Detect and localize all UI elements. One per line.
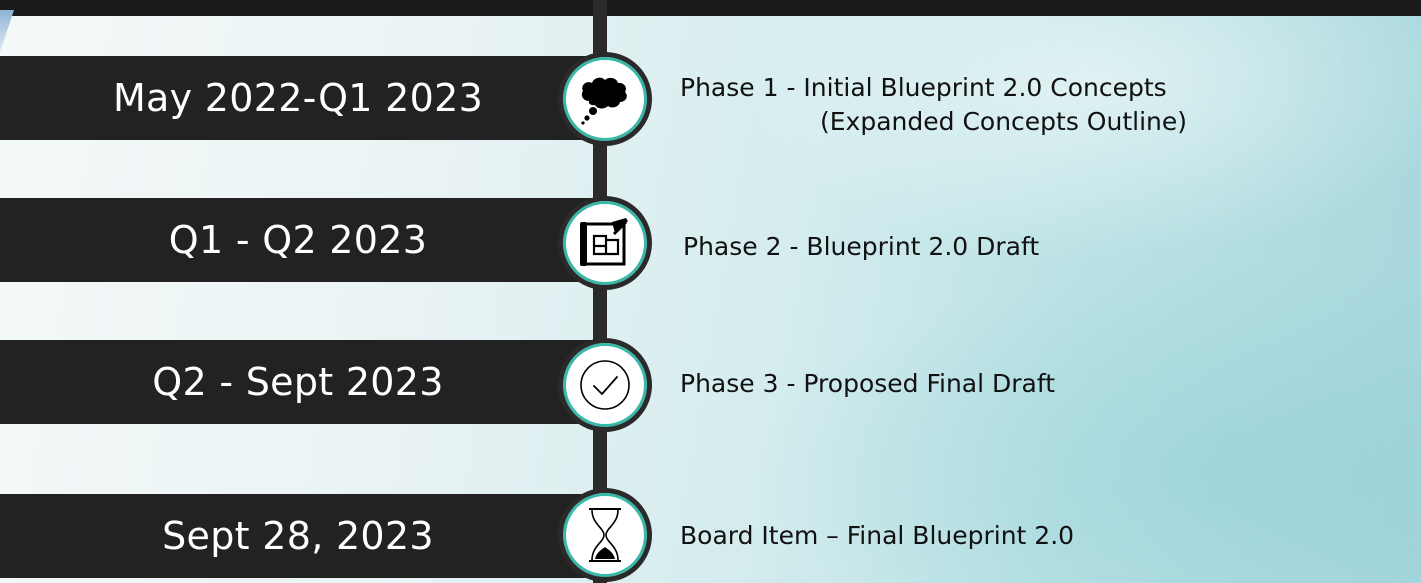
date-label: Q2 - Sept 2023 (152, 360, 444, 404)
timeline-node-3 (558, 338, 652, 432)
checkmark-circle-icon (580, 360, 630, 410)
phase-2-title: Phase 2 - Blueprint 2.0 Draft (683, 232, 1040, 261)
timeline-node-4 (558, 488, 652, 582)
phase-1-subtitle: (Expanded Concepts Outline) (820, 107, 1188, 136)
phase-3-title: Phase 3 - Proposed Final Draft (680, 369, 1056, 398)
date-bar-1: May 2022-Q1 2023 (0, 56, 596, 140)
date-bar-4: Sept 28, 2023 (0, 494, 596, 578)
date-label: Sept 28, 2023 (162, 514, 434, 558)
date-bar-3: Q2 - Sept 2023 (0, 340, 596, 424)
timeline-node-2 (558, 196, 652, 290)
hourglass-icon (589, 508, 621, 562)
thought-bubble-icon (581, 77, 627, 125)
blueprint-pencil-icon (580, 218, 628, 266)
timeline-node-1 (558, 52, 652, 146)
phase-1-title: Phase 1 - Initial Blueprint 2.0 Concepts (680, 73, 1167, 102)
date-label: May 2022-Q1 2023 (112, 76, 484, 120)
top-bar (0, 0, 1421, 16)
phase-4-title: Board Item – Final Blueprint 2.0 (680, 521, 1075, 550)
date-bar-2: Q1 - Q2 2023 (0, 198, 596, 282)
date-label: Q1 - Q2 2023 (168, 218, 428, 262)
